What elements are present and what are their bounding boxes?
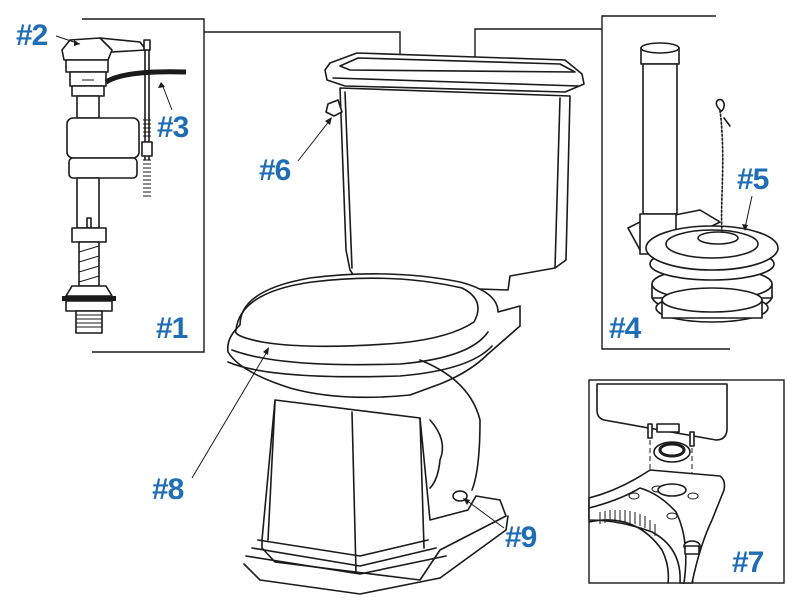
- label-fill-valve-cap: #2: [16, 19, 48, 52]
- label-tank-to-bowl-kit: #7: [732, 546, 764, 579]
- label-fill-valve: #1: [156, 312, 188, 345]
- label-toilet-seat: #8: [152, 473, 184, 506]
- label-flapper: #5: [737, 163, 769, 196]
- label-refill-tube: #3: [157, 111, 189, 144]
- tank-to-bowl-drawing: [588, 383, 728, 584]
- pointer-lines: [55, 35, 753, 529]
- label-bolt-caps: #9: [505, 521, 537, 554]
- label-flush-valve: #4: [609, 312, 641, 345]
- label-trip-lever: #6: [259, 154, 291, 187]
- toilet-drawing: [226, 52, 585, 595]
- fill-valve-drawing: [61, 37, 187, 334]
- flush-valve-drawing: [627, 42, 779, 323]
